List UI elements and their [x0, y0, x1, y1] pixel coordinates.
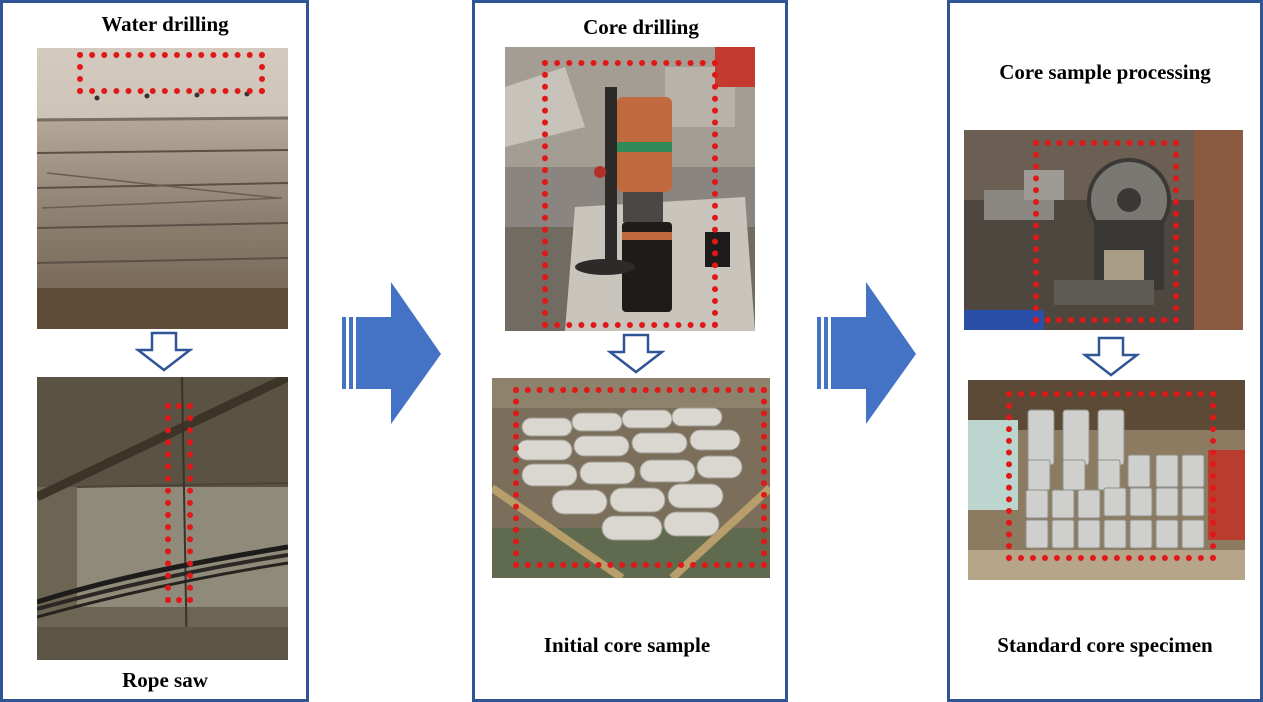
photo-rope-saw	[37, 377, 288, 660]
right-arrow-icon	[342, 282, 441, 424]
down-arrow-icon	[607, 333, 665, 374]
photo-water-drilling	[37, 48, 288, 329]
highlight-core-drill	[542, 60, 718, 328]
right-arrow-icon	[817, 282, 916, 424]
down-arrow-icon	[135, 331, 193, 372]
highlight-initial-cores	[513, 387, 767, 568]
highlight-drill-holes	[77, 52, 265, 94]
label-water-drilling: Water drilling	[101, 12, 229, 36]
down-arrow-icon	[1082, 336, 1140, 377]
label-core-drilling: Core drilling	[583, 15, 699, 39]
label-standard-core-specimen: Standard core specimen	[997, 633, 1213, 657]
photo-standard-core-specimen	[968, 380, 1245, 580]
highlight-cutting-machine	[1033, 140, 1179, 323]
label-rope-saw: Rope saw	[122, 668, 208, 692]
label-core-sample-processing: Core sample processing	[999, 60, 1211, 84]
highlight-rope-saw-cut	[165, 403, 193, 603]
photo-initial-core-sample	[492, 378, 770, 578]
highlight-standard-specimens	[1006, 391, 1216, 561]
label-initial-core-sample: Initial core sample	[543, 633, 711, 657]
